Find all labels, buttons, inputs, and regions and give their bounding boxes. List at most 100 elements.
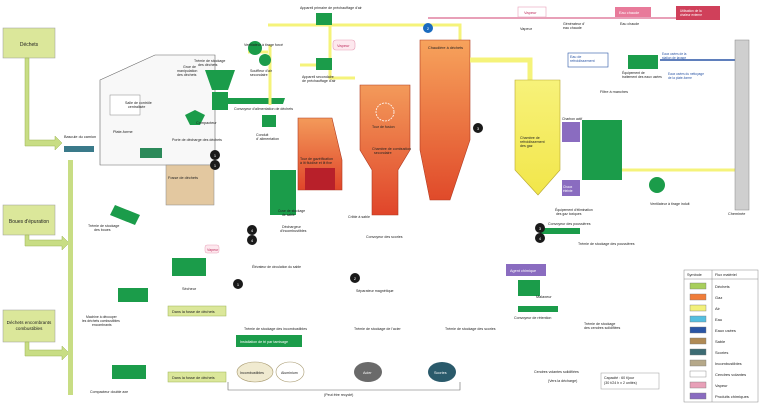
- tremie-poussieres-label: Trémie de stockage des poussières: [578, 242, 635, 246]
- bottom-products: Trémie de stockage des incombustibles In…: [227, 327, 496, 397]
- tremie-incombustibles-label: Trémie de stockage des incombustibles: [244, 327, 307, 331]
- marker-2b-label: 2: [354, 276, 357, 281]
- incombustibles-label: Incombustibles: [240, 371, 264, 375]
- forced-draft-fan-icon: [248, 41, 262, 55]
- legend-item-label: Air: [715, 306, 721, 311]
- generateur-label: Générateur d'eau chaude: [563, 22, 585, 30]
- waste-boiler: Chaudière à déchets: [419, 39, 471, 201]
- marker-3a-label: 3: [477, 126, 480, 131]
- tour-fusion-label: Tour de fusion: [372, 125, 395, 129]
- marker-1a-label: 1: [214, 153, 217, 158]
- marker-3b: 3: [535, 223, 545, 233]
- convoyeur-alimentation-label: Convoyeur d'alimentation de déchets: [234, 107, 293, 111]
- aluminium-label: Aluminium: [281, 371, 298, 375]
- charbon-label: Charbon actif: [562, 117, 582, 121]
- marker-1c: 1: [233, 279, 243, 289]
- legend-item-label: Cendres volantes: [715, 372, 746, 377]
- marker-4c: 4: [535, 233, 545, 243]
- utilisation-box: [676, 6, 720, 20]
- marker-4b: 4: [247, 235, 257, 245]
- legend-item-label: Sable: [715, 339, 726, 344]
- marker-2a-label: 2: [427, 26, 430, 31]
- truck-icon: [140, 148, 162, 158]
- marker-3a: 3: [473, 123, 483, 133]
- legend: Symbole Flux matériel DéchetsGazAirEauEa…: [683, 269, 759, 403]
- legend-item-label: Déchets: [715, 284, 730, 289]
- filtre-label: Filtre à manches: [600, 90, 628, 94]
- bascule-label: Bascule du camion: [64, 135, 96, 139]
- legend-item-label: Vapeur: [715, 383, 728, 388]
- legend-swatch: [689, 381, 707, 389]
- vapeur-bubble-2-label: Vapeur: [207, 248, 219, 252]
- exhaust: Ventilateur à tirage induit Cheminée: [622, 39, 750, 216]
- dans-fosse2-label: Dans la fosse de déchets: [172, 376, 215, 380]
- fluidized-bed-icon: [305, 168, 335, 190]
- elevateur-label: Élévateur de circulation du sable: [252, 264, 301, 269]
- legend-item-label: Scories: [715, 350, 728, 355]
- secondary-blower-icon: [259, 54, 271, 66]
- vapeur-bubble-1: [332, 39, 356, 51]
- marker-3b-label: 3: [539, 226, 542, 231]
- convoyeur-scories-label: Convoyeur des scories: [366, 235, 403, 239]
- legend-swatch: [689, 326, 707, 334]
- marker-4a: 4: [247, 225, 257, 235]
- steam-line: Vapeur Vapeur Générateur d'eau chaude Ea…: [428, 6, 720, 31]
- convoyeur-poussieres-label: Convoyeur des poussières: [548, 222, 591, 226]
- cheminee-label: Cheminée: [728, 212, 745, 216]
- gas-duct: [470, 57, 533, 80]
- legend-swatch: [689, 337, 707, 345]
- fosse-label: Fosse de déchets: [168, 176, 198, 180]
- eau-chaude-box: [615, 7, 651, 17]
- porte-decharge-label: Porte de décharge des déchets: [172, 138, 222, 142]
- compacteur-double-label: Compacteur double axe: [90, 390, 128, 394]
- malaxeur-label: Malaxeur: [536, 295, 552, 299]
- legend-swatch: [689, 392, 707, 400]
- marker-1a: 1: [210, 150, 220, 160]
- legend-swatch: [689, 304, 707, 312]
- legend-swatch: [689, 359, 707, 367]
- tremie-acier-label: Trémie de stockage de l'acier: [354, 327, 401, 331]
- legend-swatch: [689, 348, 707, 356]
- installation-tri-label: Installation de tri par tamisage: [240, 340, 288, 344]
- legend-item-label: Gaz: [715, 295, 722, 300]
- marker-4c-label: 4: [539, 236, 542, 241]
- marker-2b: 2: [350, 273, 360, 283]
- primary-preheater-icon: [316, 13, 332, 25]
- markers: 1 1 1 2 2 3 3 4 4 4: [210, 23, 545, 289]
- chaudiere-label: Chaudière à déchets: [428, 46, 463, 50]
- capacite-label: Capacité : 60 t/jour(30 t/24 h x 2 unité…: [604, 376, 637, 385]
- legend-item-label: Eau: [715, 317, 722, 322]
- secondary-preheater-icon: [316, 58, 332, 70]
- legend-item-label: Produits chimiques: [715, 394, 749, 399]
- crane-grab-icon: [185, 110, 205, 125]
- ventilateur-induit-label: Ventilateur à tirage induit: [650, 202, 690, 206]
- convoyeur-retention-label: Convoyeur de rétention: [514, 316, 551, 320]
- scories-label: Scories: [434, 371, 447, 375]
- source-dechets: Déchets: [2, 27, 56, 59]
- eau-chaude-text: Eau chaude: [620, 22, 639, 26]
- marker-4a-label: 4: [251, 228, 254, 233]
- truck-scale-icon: [64, 146, 94, 152]
- source-boues-label: Boues d'épuration: [9, 219, 49, 225]
